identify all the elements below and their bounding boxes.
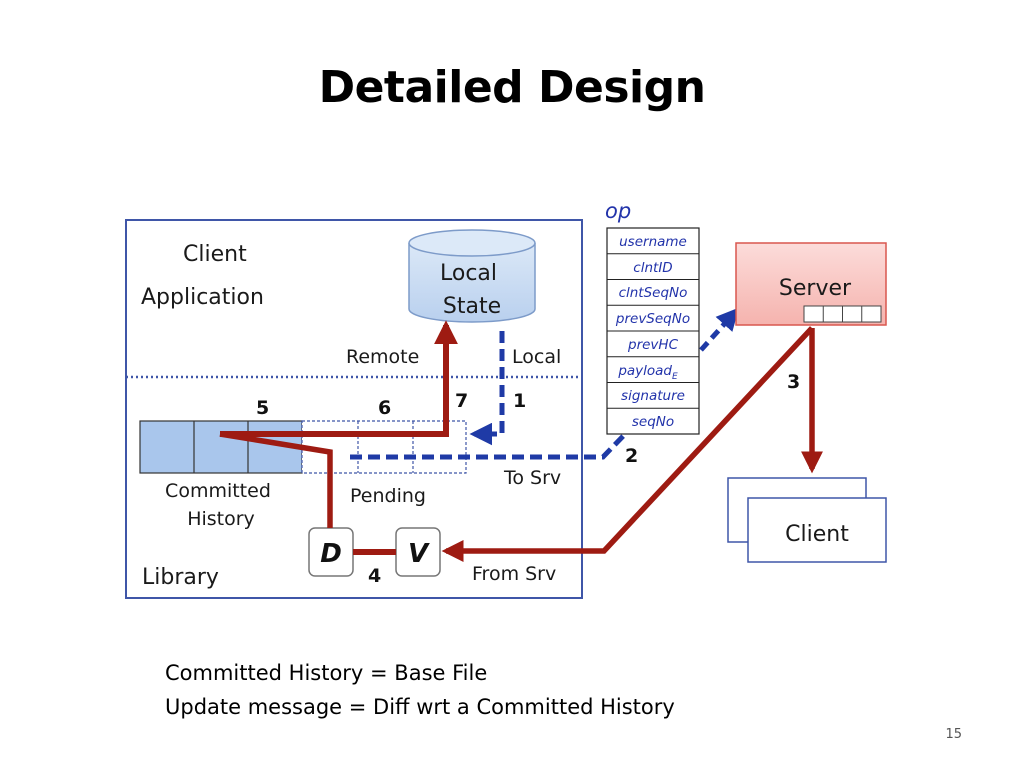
op-field-payload: payloadE: [617, 363, 678, 382]
remote-label: Remote: [346, 346, 419, 368]
caption: Committed History = Base File Update mes…: [165, 656, 675, 724]
local-state-database: Local State: [408, 229, 536, 323]
arrow-2-pending-to-op: [350, 428, 631, 460]
svg-text:D: D: [320, 539, 342, 569]
server-label: Server: [779, 276, 852, 301]
op-field-prevseqno: prevSeqNo: [615, 311, 690, 327]
op-field-username: username: [619, 234, 687, 250]
library-label: Library: [142, 565, 219, 590]
page-number: 15: [945, 727, 962, 742]
op-field-seqno: seqNo: [632, 414, 674, 430]
verify-gate-v: V: [395, 527, 441, 577]
from-srv-label: From Srv: [472, 563, 556, 585]
step-7: 7: [455, 390, 468, 412]
step-1: 1: [513, 390, 526, 412]
server-queue: [803, 305, 882, 323]
op-field-clntid: clntID: [633, 260, 672, 276]
caption-line-2: Update message = Diff wrt a Committed Hi…: [165, 695, 675, 719]
client-application-frame: [125, 219, 583, 599]
step-2: 2: [625, 445, 638, 467]
client-application-label: Client Application: [141, 242, 264, 310]
committed-history-label: Committed History: [165, 480, 277, 530]
op-field-signature: signature: [621, 388, 685, 404]
caption-line-1: Committed History = Base File: [165, 661, 488, 685]
svg-text:V: V: [408, 539, 430, 569]
step-4: 4: [368, 565, 381, 587]
step-6: 6: [378, 397, 391, 419]
pending-queue: [301, 420, 467, 474]
server-box: Server: [735, 242, 887, 326]
arrow-server-to-library: [441, 326, 815, 562]
slide-title: Detailed Design: [318, 62, 706, 113]
step-5: 5: [256, 397, 269, 419]
arrow-5-history-to-d: [219, 431, 333, 528]
arrow-7-to-local-state: [220, 320, 458, 437]
client-label: Client: [785, 522, 849, 547]
pending-label: Pending: [350, 485, 426, 507]
step-3: 3: [787, 371, 800, 393]
local-label: Local: [512, 346, 561, 368]
op-field-clntseqno: clntSeqNo: [619, 285, 688, 301]
diff-gate-d: D: [308, 527, 354, 577]
op-label: op: [605, 199, 631, 223]
arrow-op-to-server: [699, 307, 740, 352]
committed-history-queue: [139, 420, 303, 474]
to-srv-label: To Srv: [503, 467, 561, 489]
op-field-prevhc: prevHC: [627, 337, 679, 353]
client-boxes: Client: [727, 477, 887, 563]
local-state-label: Local State: [440, 261, 504, 319]
arrow-1-local-to-pending: [469, 331, 505, 446]
op-message: username clntID clntSeqNo prevSeqNo prev…: [606, 227, 700, 435]
